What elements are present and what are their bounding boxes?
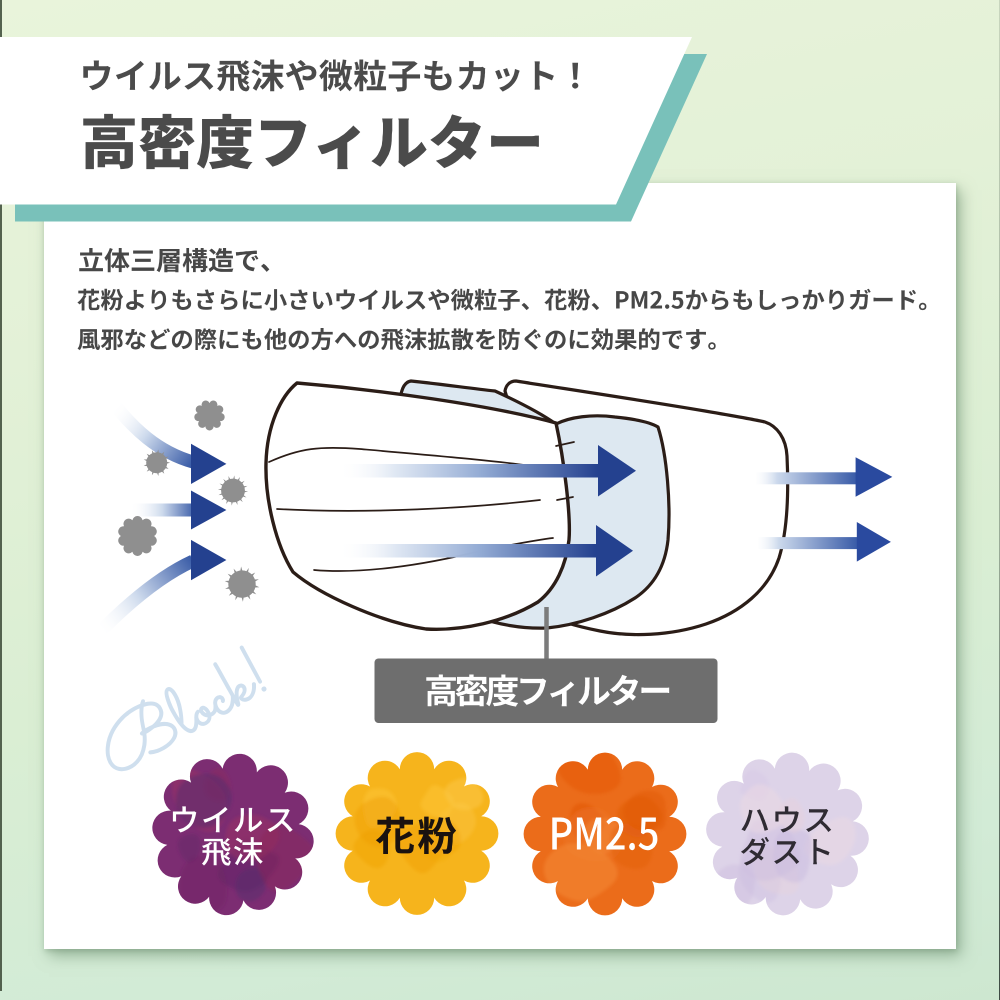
arrow-head-2 [596, 525, 633, 577]
exit-arrow-shaft-1 [756, 472, 856, 485]
mask-diagram [90, 379, 893, 772]
block-caption [105, 645, 267, 772]
block-caption-path [105, 645, 267, 772]
swoosh-head-2 [191, 490, 227, 530]
badges [152, 752, 869, 916]
intro-line1 [79, 247, 270, 273]
badge-house-dust-texture [713, 769, 856, 906]
particles [118, 400, 260, 602]
intro-paragraph [77, 247, 927, 351]
intro-line2 [77, 288, 927, 311]
swoosh-3 [90, 555, 196, 642]
badge-house-dust [706, 752, 869, 916]
badge-pollen [335, 752, 499, 915]
exit-arrow-head-2 [856, 522, 891, 562]
intro-line3 [77, 328, 716, 351]
filter-label-box [374, 658, 718, 723]
swoosh-head-3 [191, 539, 227, 581]
arrow-head-1 [598, 445, 636, 497]
badge-virus-droplet [152, 753, 314, 916]
exit-arrow-head-1 [855, 457, 893, 497]
left-edge-line [0, 0, 2, 991]
arrow-shaft-1 [338, 464, 598, 478]
exit-arrow-shaft-2 [758, 537, 857, 550]
mask-layer-front [264, 381, 572, 631]
swoosh-1 [104, 395, 195, 469]
swoosh-head-1 [191, 443, 227, 484]
arrow-shaft-2 [338, 544, 596, 558]
right-edge-line [998, 0, 1000, 1000]
airflow-arrows [90, 395, 893, 642]
badge-pm25 [523, 752, 687, 916]
